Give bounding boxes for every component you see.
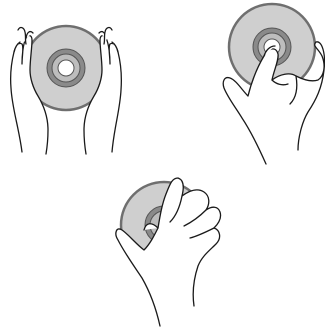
disc-handling-diagram: [0, 0, 325, 329]
disc-gripped-incorrectly-illustration: [0, 0, 325, 329]
